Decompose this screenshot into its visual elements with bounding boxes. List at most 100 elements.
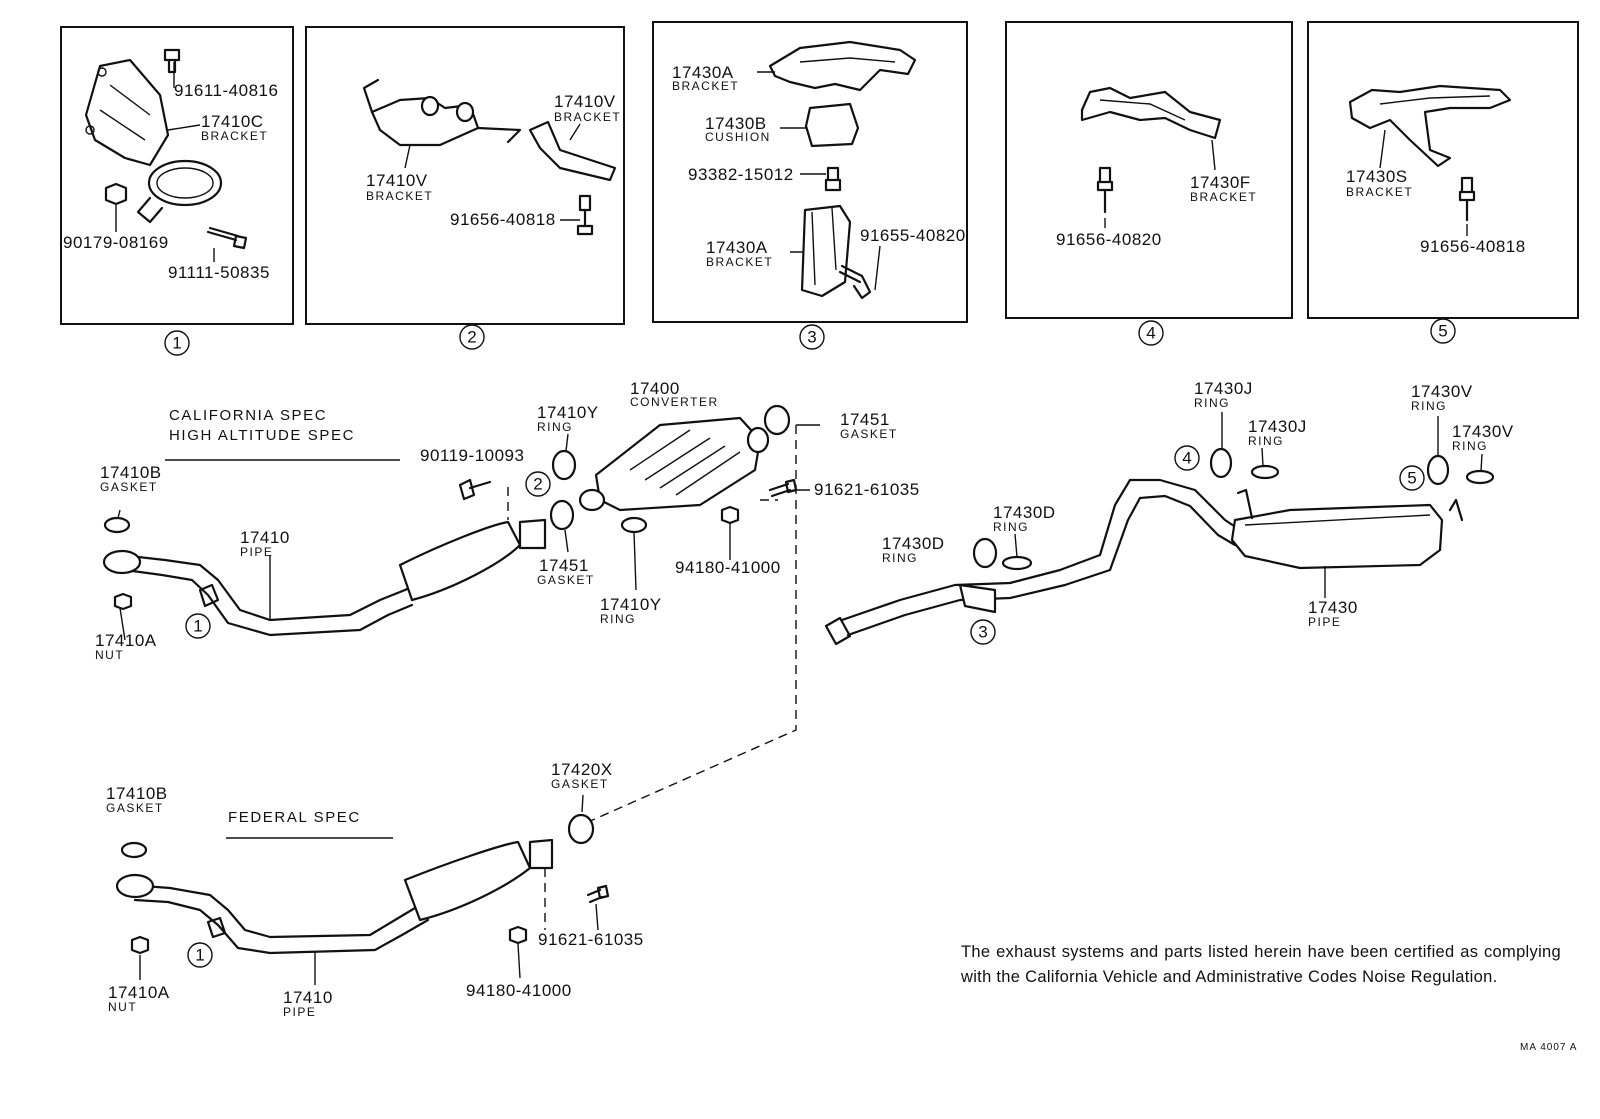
label-17410a-fed: 17410A xyxy=(108,983,170,1002)
label-bracket-bot: BRACKET xyxy=(706,255,773,269)
ring-17430d-2-drawing xyxy=(1001,555,1033,571)
label-bracket-right: BRACKET xyxy=(554,110,621,124)
svg-text:2: 2 xyxy=(533,475,542,494)
nut-drawing xyxy=(104,182,128,206)
label-gasket-451-mid: GASKET xyxy=(537,573,595,587)
svg-text:5: 5 xyxy=(1438,322,1447,341)
ring-17430v-1-drawing xyxy=(1426,454,1450,486)
label-ring-v1: RING xyxy=(1411,399,1447,413)
muffler-17430-drawing xyxy=(1230,488,1464,570)
detail-panel-4: 17430F BRACKET 91656-40820 xyxy=(1005,21,1293,319)
bracket-drawing xyxy=(84,58,170,167)
label-converter: CONVERTER xyxy=(630,395,719,409)
gasket-17451-top-drawing xyxy=(763,404,791,436)
bracket-drawing xyxy=(370,96,480,147)
label-94180-41000-top: 94180-41000 xyxy=(675,558,781,577)
label-17410y-top: 17410Y xyxy=(537,403,599,422)
label-17410v-left: 17410V xyxy=(366,171,428,190)
section-title-federal: FEDERAL SPEC xyxy=(228,809,361,826)
label-17430d-2: 17430D xyxy=(882,534,945,553)
ring-17430v-2-drawing xyxy=(1465,469,1495,485)
label-17430j-1: 17430J xyxy=(1194,379,1253,398)
label-gasket-fed: GASKET xyxy=(106,801,164,815)
location-marker-1-fed: 1 xyxy=(187,942,213,968)
label-90179-08169: 90179-08169 xyxy=(63,233,169,252)
label-93382-15012: 93382-15012 xyxy=(688,165,794,184)
label-gasket-420x: GASKET xyxy=(551,777,609,791)
label-17410b-fed: 17410B xyxy=(106,784,168,803)
label-17430: 17430 xyxy=(1308,598,1358,617)
label-bracket: BRACKET xyxy=(1190,190,1257,204)
svg-text:1: 1 xyxy=(172,334,181,353)
label-91111-50835: 91111-50835 xyxy=(168,263,270,282)
svg-text:2: 2 xyxy=(467,328,476,347)
catalytic-converter-drawing xyxy=(578,416,770,512)
label-ring-d1: RING xyxy=(993,520,1029,534)
label-17430b: 17430B xyxy=(705,114,767,133)
label-17451-top: 17451 xyxy=(840,410,890,429)
ring-17410y-bot-drawing xyxy=(620,516,648,534)
bolt-drawing xyxy=(163,48,181,74)
label-17410b-ca: 17410B xyxy=(100,463,162,482)
fed-front-pipe xyxy=(115,838,554,955)
detail-panel-5: 17430S BRACKET 91656-40818 xyxy=(1307,21,1579,319)
label-bracket: BRACKET xyxy=(1346,185,1413,199)
label-17400: 17400 xyxy=(630,379,680,398)
label-gasket-ca: GASKET xyxy=(100,480,158,494)
label-17410a-ca: 17410A xyxy=(95,631,157,650)
label-nut-ca: NUT xyxy=(95,648,124,662)
bracket-lower-drawing xyxy=(800,204,852,298)
label-ring-y-bot: RING xyxy=(600,612,636,626)
label-17410v-right: 17410V xyxy=(554,92,616,111)
ring-17430d-1-drawing xyxy=(972,537,998,569)
label-17451-mid: 17451 xyxy=(539,556,589,575)
svg-text:4: 4 xyxy=(1146,324,1155,343)
label-17410c: 17410C xyxy=(201,112,264,131)
label-17430v-1: 17430V xyxy=(1411,382,1473,401)
label-bracket-left: BRACKET xyxy=(366,189,433,203)
label-bracket-top: BRACKET xyxy=(672,79,739,93)
label-pipe-ca: PIPE xyxy=(240,545,273,559)
label-ring-v2: RING xyxy=(1452,439,1488,453)
label-91655-40820: 91655-40820 xyxy=(860,226,966,245)
ring-17410y-top-drawing xyxy=(551,449,577,481)
label-pipe-fed: PIPE xyxy=(283,1005,316,1019)
label-pipe-tail: PIPE xyxy=(1308,615,1341,629)
label-91656-40820: 91656-40820 xyxy=(1056,230,1162,249)
svg-text:4: 4 xyxy=(1182,449,1191,468)
label-94180-41000-bot: 94180-41000 xyxy=(466,981,572,1000)
bracket-top-drawing xyxy=(768,40,917,92)
gasket-17410b-drawing xyxy=(103,516,131,534)
label-91656-40818: 91656-40818 xyxy=(1420,237,1526,256)
section-title-california: CALIFORNIA SPEC xyxy=(169,407,327,424)
location-marker-4: 4 xyxy=(1174,445,1200,471)
label-17430j-2: 17430J xyxy=(1248,417,1307,436)
label-ring-j2: RING xyxy=(1248,434,1284,448)
svg-text:1: 1 xyxy=(195,946,204,965)
label-ring-j1: RING xyxy=(1194,396,1230,410)
label-91621-61035-top: 91621-61035 xyxy=(814,480,920,499)
label-91611-40816: 91611-40816 xyxy=(174,81,278,100)
label-17430s: 17430S xyxy=(1346,167,1408,186)
label-17410-ca: 17410 xyxy=(240,528,290,547)
label-ring-d2: RING xyxy=(882,551,918,565)
nut-17410a-drawing xyxy=(113,592,133,611)
label-17430a-bot: 17430A xyxy=(706,238,768,257)
section-title-high-altitude: HIGH ALTITUDE SPEC xyxy=(169,427,355,444)
detail-panel-1: 91611-40816 17410C BRACKET 90179-08169 9… xyxy=(60,26,294,325)
label-17420x: 17420X xyxy=(551,760,613,779)
panel-number-1: 1 xyxy=(164,330,190,356)
gasket-17420x-drawing xyxy=(567,813,595,845)
label-17410y-bot: 17410Y xyxy=(600,595,662,614)
location-marker-5: 5 xyxy=(1399,465,1425,491)
drawing-code: MA 4007 A xyxy=(1520,1042,1578,1053)
label-17430d-1: 17430D xyxy=(993,503,1056,522)
label-gasket-451-top: GASKET xyxy=(840,427,898,441)
location-marker-1-ca: 1 xyxy=(185,613,211,639)
bracket-drawing xyxy=(1080,86,1222,140)
ring-17430j-2-drawing xyxy=(1250,464,1280,480)
ring-17430j-1-drawing xyxy=(1209,447,1233,479)
svg-text:3: 3 xyxy=(807,328,816,347)
label-90119-10093: 90119-10093 xyxy=(420,446,524,465)
